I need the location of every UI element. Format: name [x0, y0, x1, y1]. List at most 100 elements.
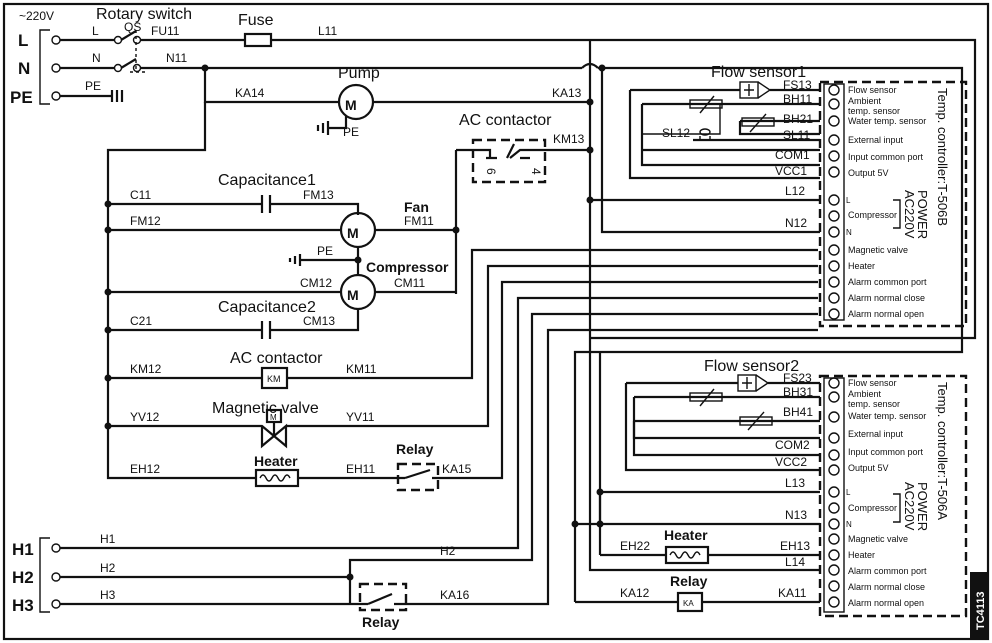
- svg-text:L14: L14: [785, 555, 805, 569]
- svg-text:POWER: POWER: [915, 190, 930, 239]
- svg-text:Temp. controller:T-506B: Temp. controller:T-506B: [935, 88, 950, 226]
- heater-label: Heater: [254, 453, 298, 469]
- svg-text:H2: H2: [100, 561, 116, 575]
- ac-contactor-box: [471, 138, 547, 184]
- svg-text:CM12: CM12: [300, 276, 332, 290]
- svg-text:C11: C11: [130, 188, 151, 202]
- svg-text:EH13: EH13: [780, 539, 810, 553]
- svg-text:H3: H3: [100, 588, 116, 602]
- km-coil: [260, 366, 289, 390]
- svg-text:KA13: KA13: [552, 86, 582, 100]
- mains-l: L: [18, 31, 28, 50]
- svg-text:N: N: [846, 228, 852, 237]
- svg-text:L: L: [846, 488, 851, 497]
- svg-text:PE: PE: [343, 125, 359, 139]
- flow-sensor2-label: Flow sensor2: [704, 358, 799, 375]
- svg-text:6: 6: [484, 168, 498, 175]
- svg-text:SL12: SL12: [662, 126, 690, 140]
- svg-text:BH21: BH21: [783, 112, 813, 126]
- svg-text:EH12: EH12: [130, 462, 160, 476]
- svg-text:Alarm normal close: Alarm normal close: [848, 293, 925, 303]
- svg-text:Alarm normal close: Alarm normal close: [848, 582, 925, 592]
- svg-text:Ambient: Ambient: [848, 96, 882, 106]
- svg-text:Compressor: Compressor: [848, 210, 897, 220]
- svg-text:SL11: SL11: [783, 128, 810, 142]
- svg-text:YV11: YV11: [346, 410, 375, 424]
- svg-text:FU11: FU11: [151, 24, 180, 38]
- svg-text:M: M: [347, 225, 359, 241]
- svg-text:N: N: [846, 520, 852, 529]
- svg-text:Flow sensor: Flow sensor: [848, 378, 897, 388]
- svg-text:Magnetic valve: Magnetic valve: [848, 534, 908, 544]
- compressor-label: Compressor: [366, 259, 449, 275]
- terminal-pe: [51, 91, 61, 101]
- svg-text:QS: QS: [124, 20, 141, 34]
- svg-text:BH11: BH11: [783, 92, 812, 106]
- flow-sensor1-label: Flow sensor1: [711, 64, 806, 81]
- svg-text:Temp. controller:T-506A: Temp. controller:T-506A: [935, 382, 950, 520]
- svg-text:C21: C21: [130, 314, 152, 328]
- ac-contactor-label: AC contactor: [230, 350, 323, 367]
- svg-text:CM13: CM13: [303, 314, 335, 328]
- mains-pe: PE: [10, 88, 33, 107]
- voltage-label: ~220V: [19, 9, 54, 23]
- magnetic-valve-symbol: [265, 408, 283, 424]
- svg-text:Alarm common port: Alarm common port: [848, 566, 927, 576]
- relay-label: Relay: [396, 441, 434, 457]
- svg-text:AC220V: AC220V: [902, 482, 917, 531]
- svg-text:Heater: Heater: [848, 550, 875, 560]
- svg-text:N: N: [92, 51, 101, 65]
- svg-text:KM11: KM11: [346, 362, 377, 376]
- heater-element: [254, 468, 300, 488]
- svg-text:VCC2: VCC2: [775, 455, 807, 469]
- svg-text:FS23: FS23: [783, 371, 812, 385]
- svg-text:Heater: Heater: [848, 261, 875, 271]
- mains-inputs: ~220V L N PE: [10, 9, 61, 107]
- relay2-label: Relay: [670, 573, 708, 589]
- svg-text:TC4113: TC4113: [975, 591, 987, 630]
- svg-text:4: 4: [529, 168, 543, 175]
- relay-bottom-label: Relay: [362, 614, 400, 630]
- temp-controller-2: [818, 374, 968, 618]
- svg-text:L13: L13: [785, 476, 805, 490]
- relay-ka15-box: [396, 462, 440, 492]
- svg-text:Alarm normal open: Alarm normal open: [848, 309, 924, 319]
- svg-text:PE: PE: [317, 244, 333, 258]
- svg-text:H1: H1: [12, 540, 34, 559]
- terminal-strip-2: Flow sensor Ambient temp. sensor Water t…: [828, 377, 927, 608]
- svg-text:Compressor: Compressor: [848, 503, 897, 513]
- svg-text:Input common port: Input common port: [848, 447, 924, 457]
- svg-text:Water temp. sensor: Water temp. sensor: [848, 411, 926, 421]
- ac-contactor-top-label: AC contactor: [459, 112, 552, 129]
- svg-text:H2: H2: [440, 544, 456, 558]
- svg-text:KA15: KA15: [442, 462, 472, 476]
- svg-text:FM11: FM11: [404, 214, 434, 228]
- svg-text:M: M: [270, 413, 277, 422]
- svg-text:BH41: BH41: [783, 405, 813, 419]
- svg-text:EH11: EH11: [346, 462, 375, 476]
- svg-text:L: L: [92, 24, 99, 38]
- svg-text:Alarm normal open: Alarm normal open: [848, 598, 924, 608]
- svg-text:External input: External input: [848, 135, 904, 145]
- svg-text:COM2: COM2: [775, 438, 810, 452]
- svg-text:Alarm common port: Alarm common port: [848, 277, 927, 287]
- svg-text:CM11: CM11: [394, 276, 425, 290]
- heater2-label: Heater: [664, 527, 708, 543]
- svg-text:H3: H3: [12, 596, 34, 615]
- svg-text:BH31: BH31: [783, 385, 813, 399]
- svg-text:External input: External input: [848, 429, 904, 439]
- svg-text:KM13: KM13: [553, 132, 585, 146]
- svg-text:L12: L12: [785, 184, 805, 198]
- svg-text:H1: H1: [100, 532, 116, 546]
- capacitance1-label: Capacitance1: [218, 172, 316, 189]
- svg-text:KA14: KA14: [235, 86, 265, 100]
- svg-text:AC220V: AC220V: [902, 190, 917, 239]
- temp-controller-1: [818, 80, 968, 328]
- svg-text:temp. sensor: temp. sensor: [848, 399, 900, 409]
- svg-text:FM12: FM12: [130, 214, 161, 228]
- svg-text:L11: L11: [318, 24, 337, 38]
- svg-text:Ambient: Ambient: [848, 389, 882, 399]
- svg-text:H2: H2: [12, 568, 34, 587]
